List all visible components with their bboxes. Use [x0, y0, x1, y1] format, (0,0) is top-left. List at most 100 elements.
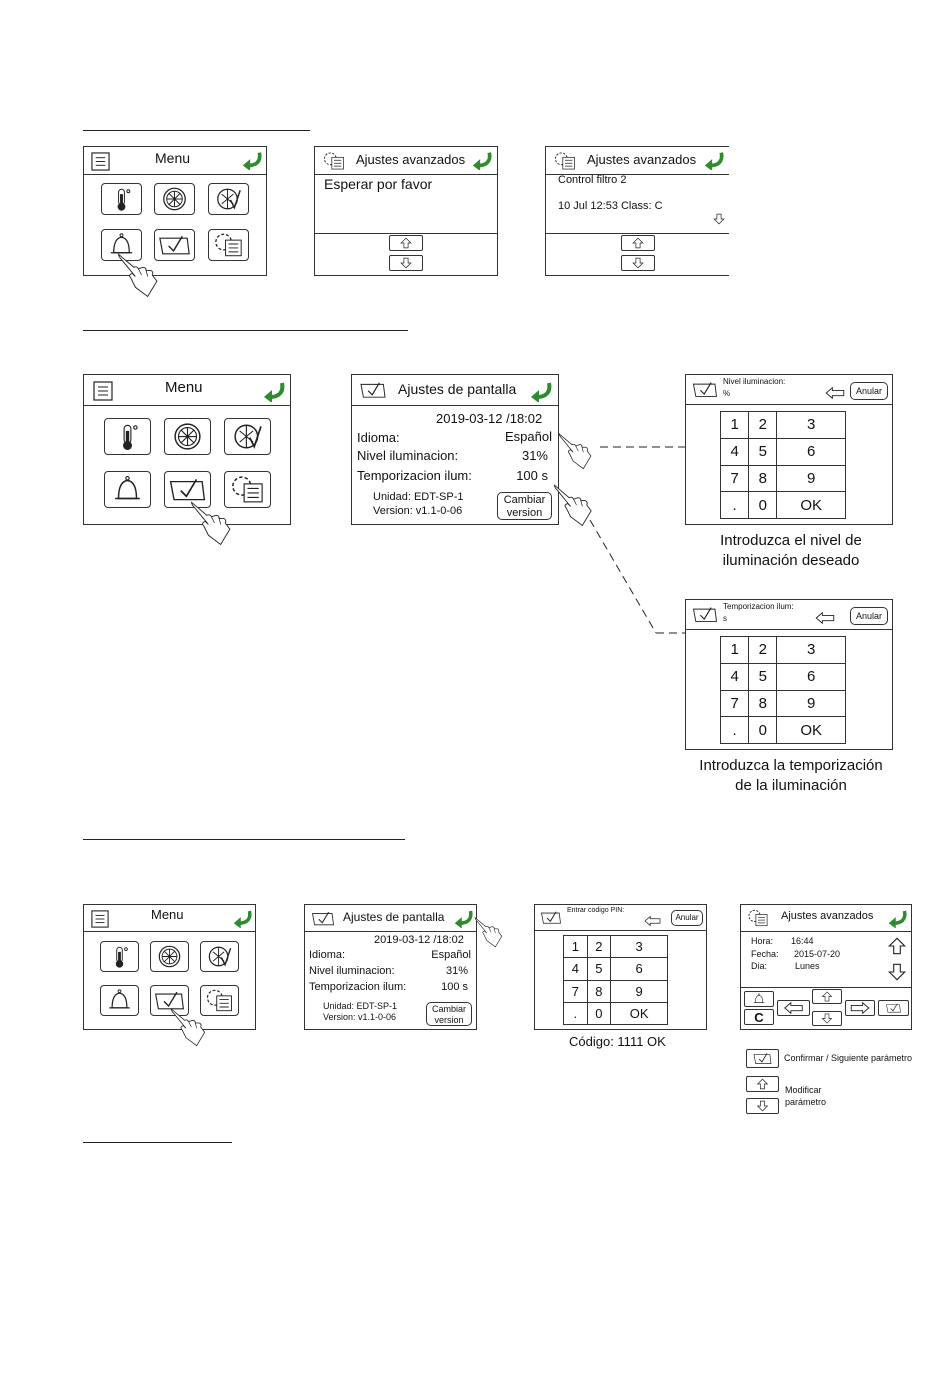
screen-settings-button[interactable] [164, 471, 211, 508]
menu-lines-icon[interactable] [91, 152, 110, 171]
thermometer-button[interactable] [100, 941, 139, 972]
cancel-button[interactable]: Anular [671, 910, 703, 926]
cancel-button[interactable]: Anular [850, 607, 888, 625]
keypad-key[interactable]: 7 [719, 464, 750, 493]
advanced-settings-button[interactable] [200, 985, 239, 1016]
keypad-key[interactable]: OK [610, 1001, 668, 1026]
keypad-key[interactable]: 1 [719, 411, 750, 439]
hour-value[interactable]: 16:44 [791, 936, 814, 946]
return-arrow-icon[interactable] [262, 380, 286, 402]
keypad-key[interactable]: 3 [776, 411, 846, 439]
confirm-button[interactable] [878, 1000, 909, 1016]
keypad-key[interactable]: OK [776, 491, 846, 519]
return-arrow-icon[interactable] [887, 908, 908, 928]
keypad-key[interactable]: 3 [776, 636, 846, 664]
fan-button[interactable] [164, 418, 211, 455]
keypad-key[interactable]: 1 [719, 636, 750, 664]
down-arrow-icon [813, 1012, 841, 1025]
up-button[interactable] [621, 235, 655, 251]
keypad-key[interactable]: 8 [748, 464, 778, 493]
keypad-key[interactable]: 8 [586, 979, 612, 1003]
keypad-key[interactable]: 3 [610, 934, 668, 959]
section-divider [83, 330, 408, 331]
clear-button[interactable]: C [744, 1009, 774, 1025]
backspace-arrow-icon[interactable] [824, 386, 846, 400]
fan-button[interactable] [154, 183, 195, 215]
screen-settings-button[interactable] [150, 985, 189, 1016]
keypad-key[interactable]: 6 [776, 437, 846, 466]
filter-button[interactable] [200, 941, 239, 972]
alarm-button[interactable] [104, 471, 151, 508]
thermometer-button[interactable] [101, 183, 142, 215]
keypad-key[interactable]: 0 [748, 716, 778, 744]
keypad-key[interactable]: 4 [719, 662, 750, 691]
light-level-value[interactable]: 31% [445, 965, 468, 977]
keypad-key[interactable]: 4 [563, 957, 588, 981]
down-arrow-icon[interactable] [886, 959, 908, 985]
filter-button[interactable] [208, 183, 249, 215]
advanced-settings-button[interactable] [208, 229, 249, 261]
return-arrow-icon[interactable] [703, 150, 725, 170]
keypad-key[interactable]: . [719, 716, 750, 744]
keypad-key[interactable]: 9 [776, 464, 846, 493]
advanced-settings-button[interactable] [224, 471, 271, 508]
cancel-button[interactable]: Anular [850, 382, 888, 400]
keypad-key[interactable]: 2 [586, 934, 612, 959]
keypad-key[interactable]: 5 [748, 437, 778, 466]
keypad-key[interactable]: 9 [776, 689, 846, 718]
change-version-button[interactable]: Cambiar version [426, 1002, 472, 1026]
thermometer-button[interactable] [104, 418, 151, 455]
keypad-key[interactable]: 5 [748, 662, 778, 691]
keypad-key[interactable]: 1 [563, 934, 588, 959]
return-arrow-icon[interactable] [529, 380, 553, 402]
backspace-arrow-icon[interactable] [643, 915, 662, 927]
down-button[interactable] [621, 255, 655, 271]
alarm-button[interactable] [100, 985, 139, 1016]
filter-button[interactable] [224, 418, 271, 455]
keypad-key[interactable]: 2 [748, 636, 778, 664]
light-level-value[interactable]: 31% [521, 448, 548, 463]
down-button[interactable] [812, 1011, 842, 1026]
language-value[interactable]: Español [505, 429, 552, 444]
change-version-button[interactable]: Cambiar version [497, 492, 552, 520]
return-arrow-icon[interactable] [471, 150, 493, 170]
keypad-key[interactable]: 8 [748, 689, 778, 718]
fan-button[interactable] [150, 941, 189, 972]
keypad-key[interactable]: 0 [748, 491, 778, 519]
keypad-key[interactable]: 7 [563, 979, 588, 1003]
light-timer-value[interactable]: 100 s [516, 468, 548, 483]
alarm-button[interactable] [101, 229, 142, 261]
alarm-button[interactable] [744, 991, 774, 1007]
keypad-key[interactable]: 6 [776, 662, 846, 691]
language-value[interactable]: Español [431, 949, 471, 961]
keypad-key[interactable]: 7 [719, 689, 750, 718]
confirm-check-icon [747, 1050, 778, 1067]
down-button[interactable] [389, 255, 423, 271]
return-arrow-icon[interactable] [232, 908, 253, 928]
up-button[interactable] [389, 235, 423, 251]
date-value[interactable]: 2015-07-20 [794, 949, 841, 959]
return-arrow-icon[interactable] [241, 150, 263, 170]
keypad-key[interactable]: 2 [748, 411, 778, 439]
keypad-key[interactable]: 6 [610, 957, 668, 981]
keypad-key[interactable]: . [719, 491, 750, 519]
backspace-arrow-icon[interactable] [814, 611, 836, 625]
keypad-key[interactable]: 5 [586, 957, 612, 981]
keypad-key[interactable]: 4 [719, 437, 750, 466]
button-label: Cambiar [503, 494, 546, 506]
screen-settings-button[interactable] [154, 229, 195, 261]
keypad-key[interactable]: 9 [610, 979, 668, 1003]
up-button[interactable] [812, 989, 842, 1004]
keypad-key[interactable]: OK [776, 716, 846, 744]
right-button[interactable] [845, 1000, 875, 1016]
up-arrow-icon[interactable] [886, 933, 908, 959]
left-button[interactable] [777, 1000, 810, 1016]
keypad-key[interactable]: . [563, 1001, 588, 1026]
light-timer-value[interactable]: 100 s [441, 981, 468, 993]
light-level-label: Nivel iluminacion: [309, 965, 395, 977]
menu-lines-icon[interactable] [91, 910, 109, 928]
menu-lines-icon[interactable] [93, 381, 113, 401]
day-value[interactable]: Lunes [795, 961, 820, 971]
keypad-key[interactable]: 0 [586, 1001, 612, 1026]
